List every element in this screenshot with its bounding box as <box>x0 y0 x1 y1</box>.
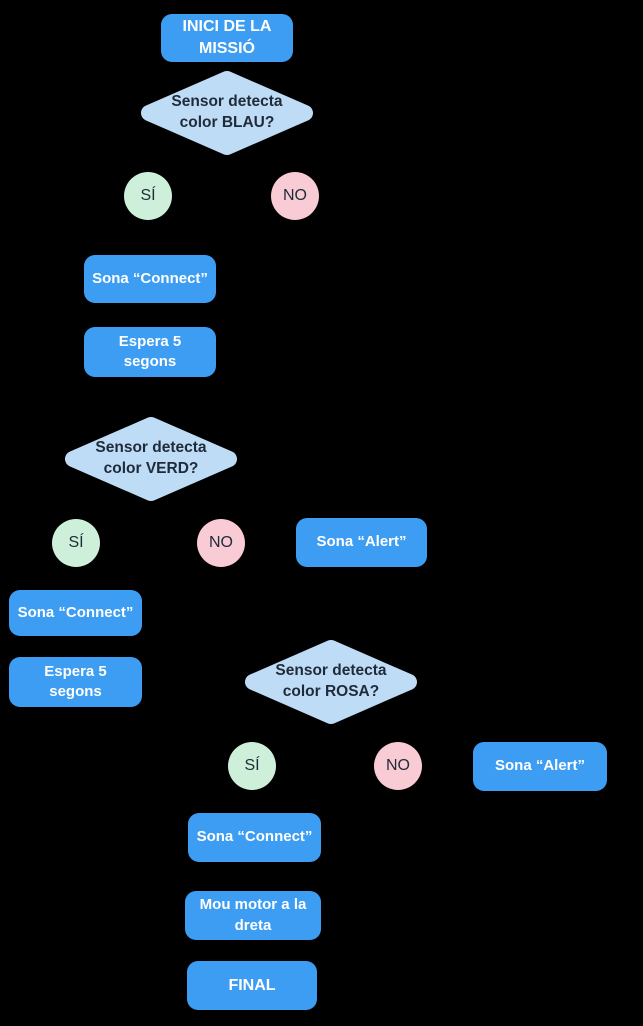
action-sona-connect-3-label: Sona “Connect” <box>196 828 313 846</box>
action-mou-motor-label: Mou motor a la dreta <box>199 896 307 934</box>
diamond-shape-icon <box>141 71 313 155</box>
action-sona-alert-1-label: Sona “Alert” <box>316 533 407 551</box>
action-mou-motor: Mou motor a la dreta <box>185 891 321 940</box>
action-sona-connect-3: Sona “Connect” <box>188 813 321 862</box>
action-sona-connect-2: Sona “Connect” <box>9 590 142 636</box>
no-circle-blau-label: NO <box>283 187 307 204</box>
yes-circle-verd: SÍ <box>52 519 100 567</box>
action-sona-connect-1: Sona “Connect” <box>84 255 216 303</box>
no-circle-verd-label: NO <box>209 534 233 551</box>
diamond-shape-icon <box>245 640 417 724</box>
no-circle-verd: NO <box>197 519 245 567</box>
yes-circle-blau-label: SÍ <box>140 187 156 204</box>
decision-verd-diamond: Sensor detecta color VERD? <box>61 415 241 503</box>
diamond-shape-icon <box>65 417 237 501</box>
yes-circle-verd-label: SÍ <box>68 534 84 551</box>
yes-circle-blau: SÍ <box>124 172 172 220</box>
decision-rosa-diamond: Sensor detecta color ROSA? <box>241 638 421 726</box>
final-node: FINAL <box>187 961 317 1010</box>
yes-circle-rosa: SÍ <box>228 742 276 790</box>
action-espera-2: Espera 5 segons <box>9 657 142 707</box>
action-espera-1-label: Espera 5 segons <box>118 332 182 370</box>
start-node-label: INICI DE LA MISSIÓ <box>182 18 272 57</box>
action-sona-connect-2-label: Sona “Connect” <box>17 603 134 621</box>
no-circle-blau: NO <box>271 172 319 220</box>
no-circle-rosa: NO <box>374 742 422 790</box>
action-sona-alert-2-label: Sona “Alert” <box>494 757 585 775</box>
action-espera-2-label: Espera 5 segons <box>44 662 107 700</box>
no-circle-rosa-label: NO <box>386 757 410 774</box>
decision-blau-diamond: Sensor detecta color BLAU? <box>137 69 317 157</box>
action-sona-alert-2: Sona “Alert” <box>473 742 607 791</box>
decision-verd-label: Sensor detecta color VERD? <box>95 439 207 477</box>
decision-rosa-label: Sensor detecta color ROSA? <box>275 662 387 700</box>
final-node-label: FINAL <box>228 976 276 994</box>
action-sona-alert-1: Sona “Alert” <box>296 518 427 567</box>
action-espera-1: Espera 5 segons <box>84 327 216 377</box>
action-sona-connect-1-label: Sona “Connect” <box>92 269 208 287</box>
start-node: INICI DE LA MISSIÓ <box>161 14 293 62</box>
yes-circle-rosa-label: SÍ <box>244 757 260 774</box>
decision-blau-label: Sensor detecta color BLAU? <box>171 93 283 131</box>
